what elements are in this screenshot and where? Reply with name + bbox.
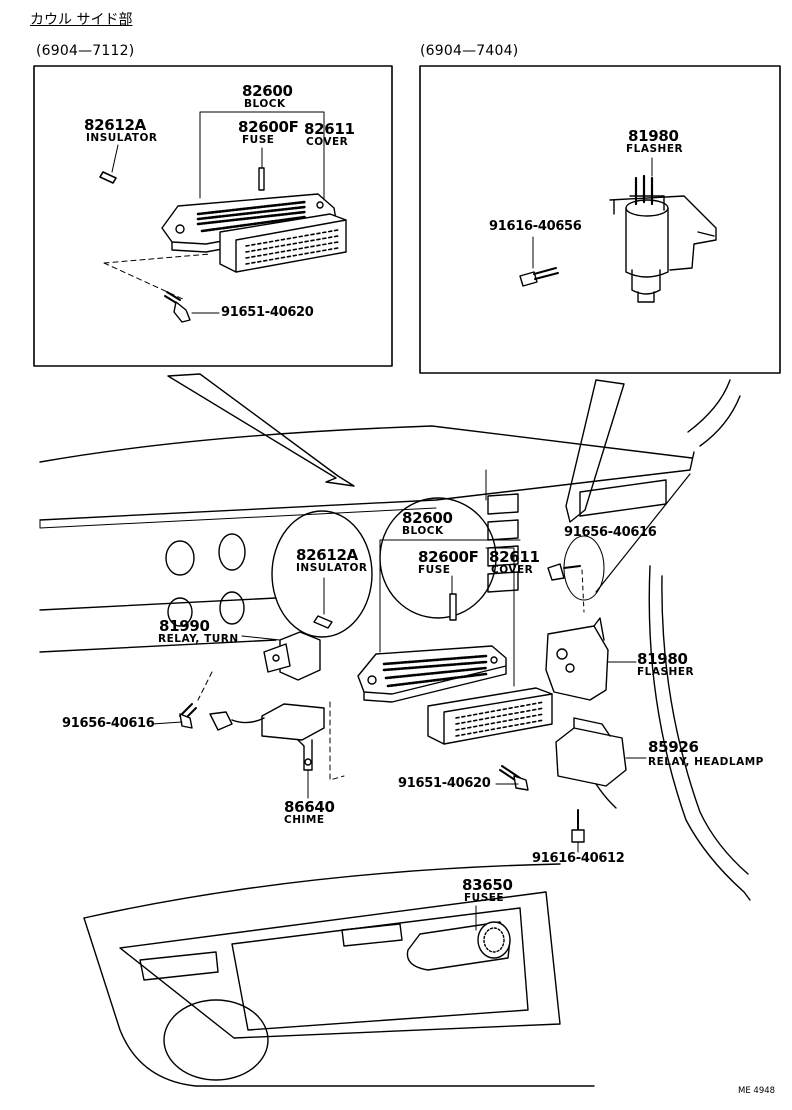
part-number-81980-main: 81980 — [637, 650, 688, 668]
part-number-91656-40616-right: 91656-40616 — [564, 525, 657, 540]
main-bolts — [151, 563, 585, 853]
part-number-82611-inset: 82611 — [304, 120, 355, 138]
part-name-flasher-main: FLASHER — [637, 666, 695, 678]
part-number-85926: 85926 — [648, 738, 699, 756]
part-number-82611-main: 82611 — [489, 548, 540, 566]
part-name-flasher-inset: FLASHER — [626, 143, 684, 155]
part-number-91616-40612: 91616-40612 — [532, 851, 625, 866]
flasher-main-drawing — [545, 617, 637, 701]
main-small-parts — [313, 575, 457, 629]
part-name-fusee: FUSEE — [464, 892, 505, 904]
part-name-insulator-inset: INSULATOR — [86, 132, 158, 144]
inset-flasher-drawing — [519, 157, 717, 303]
part-name-insulator-main: INSULATOR — [296, 562, 368, 574]
inset-frame-left — [33, 65, 393, 367]
part-number-86640: 86640 — [284, 798, 335, 816]
fusee-panel-drawing — [83, 863, 595, 1087]
part-name-block-inset: BLOCK — [244, 98, 286, 110]
part-name-chime: CHIME — [284, 814, 325, 826]
part-number-91656-40616-left: 91656-40616 — [62, 716, 155, 731]
part-number-82600F-main: 82600F — [418, 548, 479, 566]
range-label-right: (6904—7404) — [420, 43, 519, 59]
inset-fuse-block-drawing — [99, 111, 347, 323]
part-number-82612A-main: 82612A — [296, 546, 358, 564]
part-number-82600-inset: 82600 — [242, 82, 293, 100]
part-number-82600F-inset: 82600F — [238, 118, 299, 136]
relay-turn-drawing — [241, 631, 321, 681]
part-name-relay-headlamp: RELAY, HEADLAMP — [648, 756, 764, 768]
part-name-relay-turn: RELAY, TURN — [158, 633, 239, 645]
arrow-left-inset — [167, 373, 355, 487]
part-number-91616-inset: 91616-40656 — [489, 219, 582, 234]
part-number-91651-40620-main: 91651-40620 — [398, 776, 491, 791]
main-fuse-block-drawing — [357, 539, 553, 745]
inset-frame-right — [419, 65, 781, 374]
part-number-91651-inset: 91651-40620 — [221, 305, 314, 320]
part-name-fuse-main: FUSE — [418, 564, 451, 576]
part-number-81990: 81990 — [159, 617, 210, 635]
part-name-cover-inset: COVER — [306, 136, 349, 148]
chime-drawing — [197, 671, 345, 799]
part-number-81980-inset: 81980 — [628, 127, 679, 145]
part-number-82612A-inset: 82612A — [84, 116, 146, 134]
part-name-fuse-inset: FUSE — [242, 134, 275, 146]
relay-headlamp-drawing — [555, 717, 647, 809]
part-number-83650: 83650 — [462, 876, 513, 894]
part-name-block-main: BLOCK — [402, 525, 444, 537]
part-number-82600-main: 82600 — [402, 509, 453, 527]
dashboard-outline — [39, 379, 751, 901]
arrow-right-inset — [565, 379, 625, 523]
range-label-left: (6904—7112) — [36, 43, 135, 59]
drawing-code: ME 4948 — [738, 1086, 776, 1096]
part-name-cover-main: COVER — [491, 564, 534, 576]
page-title: カウル サイド部 — [30, 12, 133, 28]
